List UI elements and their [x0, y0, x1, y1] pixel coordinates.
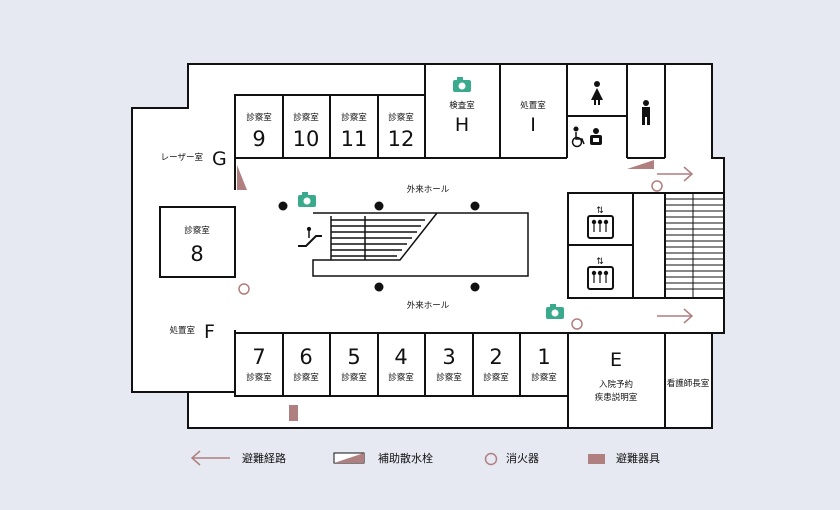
- room-9-number: 9: [252, 127, 265, 151]
- room-3-number: 3: [442, 345, 455, 369]
- kensa-letter: H: [455, 114, 469, 136]
- room-5-number: 5: [347, 345, 360, 369]
- kensa-label: 検査室: [449, 100, 475, 111]
- room-9-label: 診察室: [246, 112, 272, 123]
- bottom-room-walls: [234, 332, 712, 428]
- room-7-label: 診察室: [246, 372, 272, 383]
- shochi-left-letter: F: [204, 321, 215, 343]
- shochi-top-letter: I: [530, 114, 536, 136]
- room-2-label: 診察室: [483, 372, 509, 383]
- elevator-icon: ⇅: [591, 257, 609, 283]
- room-8-number: 8: [190, 242, 203, 266]
- room-12-number: 12: [388, 127, 415, 151]
- legend-extinguisher-icon: [484, 452, 498, 466]
- womens-restroom-icon: [591, 81, 603, 105]
- legend-hydrant-icon: [333, 452, 365, 464]
- lobby-label-bottom: 外来ホール: [407, 300, 450, 311]
- legend-extinguisher-label: 消火器: [506, 451, 539, 465]
- room-e-line1: 入院予約: [599, 379, 633, 390]
- room-11-label: 診察室: [341, 112, 367, 123]
- camera-icon: [546, 304, 564, 319]
- evac-equipment-marker: [289, 405, 298, 421]
- nurse-room-label: 看護師長室: [667, 378, 710, 389]
- svg-text:⇅: ⇅: [596, 257, 604, 267]
- shochi-left-label: 処置室: [169, 325, 195, 336]
- left-wing-walls: [132, 64, 235, 428]
- hydrant-marker: [627, 160, 654, 169]
- camera-icon: [453, 77, 471, 92]
- room-8-label: 診察室: [184, 225, 210, 236]
- legend-hydrant-label: 補助散水栓: [378, 451, 433, 465]
- building-outline: [131, 63, 725, 429]
- room-7-number: 7: [252, 345, 265, 369]
- room-e-letter: E: [610, 349, 622, 371]
- room-1-label: 診察室: [531, 372, 557, 383]
- room-12-label: 診察室: [388, 112, 414, 123]
- shochi-top-label: 処置室: [520, 100, 546, 111]
- room-e-line2: 疾患説明室: [595, 392, 638, 403]
- laser-label: レーザー室: [161, 152, 204, 163]
- room-5-label: 診察室: [341, 372, 367, 383]
- escalator-icon: [298, 226, 322, 247]
- laser-letter: G: [212, 148, 227, 170]
- lobby-label-top: 外来ホール: [407, 184, 450, 195]
- pillars: [278, 201, 480, 292]
- legend-evacuation-route-label: 避難経路: [242, 451, 286, 465]
- room-3-label: 診察室: [436, 372, 462, 383]
- evacuation-arrow: [657, 166, 694, 182]
- room-10-label: 診察室: [293, 112, 319, 123]
- room-4-number: 4: [394, 345, 407, 369]
- room-1-number: 1: [537, 345, 550, 369]
- legend-evacuation-route-icon: [190, 450, 230, 466]
- escalator: [312, 212, 529, 277]
- camera-icon: [298, 192, 316, 207]
- mens-restroom-icon: [642, 100, 650, 125]
- elevator-icon: ⇅: [591, 206, 609, 232]
- top-room-walls: [234, 64, 666, 159]
- room-6-label: 診察室: [293, 372, 319, 383]
- room-2-number: 2: [489, 345, 502, 369]
- legend-evac-equipment-label: 避難器具: [616, 451, 660, 465]
- ostomate-icon: [590, 128, 602, 145]
- extinguisher-markers: [238, 180, 663, 330]
- svg-text:⇅: ⇅: [596, 206, 604, 216]
- room-11-number: 11: [341, 127, 368, 151]
- staircase: [665, 192, 724, 299]
- room-6-number: 6: [299, 345, 312, 369]
- room-4-label: 診察室: [388, 372, 414, 383]
- legend-evac-equipment-icon: [588, 454, 605, 464]
- hydrant-marker: [237, 165, 247, 190]
- room-10-number: 10: [293, 127, 320, 151]
- evacuation-arrow: [657, 308, 694, 324]
- wheelchair-icon: [571, 126, 585, 148]
